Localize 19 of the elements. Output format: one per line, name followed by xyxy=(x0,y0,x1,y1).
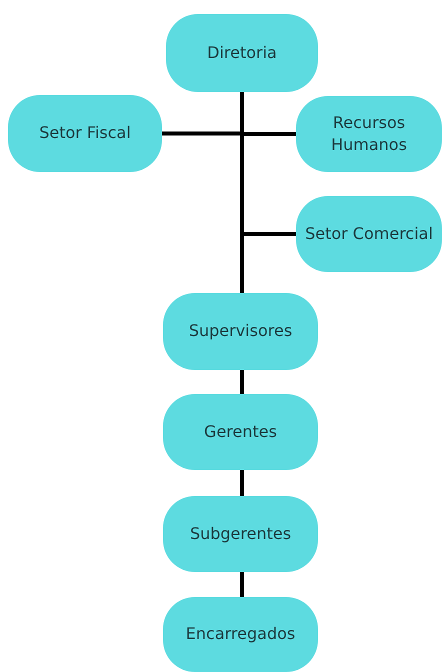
org-unit-box xyxy=(166,14,318,92)
org-unit-box xyxy=(163,293,318,370)
unit-name: Recursos Humanos xyxy=(330,112,408,156)
unit-name: Subgerentes xyxy=(190,522,292,545)
connector-line xyxy=(240,470,244,496)
unit-name: Encarregados xyxy=(186,623,296,646)
unit-name: Setor Fiscal xyxy=(39,122,131,144)
unit-name: Setor Comercial xyxy=(305,222,433,245)
connector-line xyxy=(240,370,244,394)
unit-name: Gerentes xyxy=(204,420,277,443)
connector-line xyxy=(240,572,244,597)
unit-name: Supervisores xyxy=(188,320,292,342)
org-unit-box xyxy=(296,96,442,172)
org-unit-box xyxy=(163,496,318,572)
org-unit-box xyxy=(296,196,442,272)
org-unit-box xyxy=(8,95,162,172)
org-unit-box xyxy=(163,597,318,672)
org-unit-box xyxy=(163,394,318,470)
unit-name: Diretoria xyxy=(207,42,277,64)
